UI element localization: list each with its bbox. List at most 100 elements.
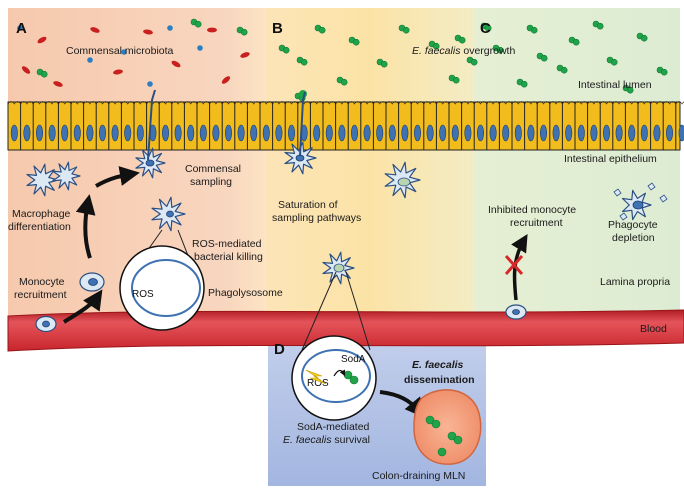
e-faecalis-bacterium [282,46,290,54]
panel-c-background [474,8,680,338]
e-faecalis-bacterium [626,86,634,94]
sampling-dendrite-a [147,89,156,161]
cell-debris [659,194,668,203]
lymph-node [413,389,482,465]
inhibited-recruitment-label-2: recruitment [510,217,563,229]
e-faecalis-bacterium [496,46,504,54]
commensal-sampling-label-2: sampling [190,176,232,188]
ros-killing-label-1: ROS-mediated [192,238,262,250]
soda-label: SodA [341,354,366,365]
microvilli [662,101,677,105]
e-faecalis-bacterium [437,447,447,457]
microvilli [121,101,135,105]
e-faecalis-bacterium [660,68,668,76]
microvilli [536,101,551,105]
epithelial-nucleus [61,124,69,142]
microvilli [436,101,450,105]
epithelial-nucleus [73,124,81,142]
sampling-dendrite-b [299,91,306,157]
macrophage-nucleus [145,159,155,167]
epithelial-nucleus [577,124,585,142]
e-faecalis-bacterium [610,58,618,66]
microvilli [448,101,462,105]
overgrowth-label: E. faecalis overgrowth [412,45,515,57]
microvilli [322,101,336,105]
e-faecalis-bacterium [349,375,359,385]
phagolysosome-zoom [119,245,205,331]
e-faecalis-bacterium [484,24,492,32]
microvilli [32,101,47,105]
microvilli [20,101,34,105]
soda-survival-label-2: E. faecalis survival [283,434,370,446]
epithelial-nucleus [250,124,258,142]
saturation-label-2: sampling pathways [272,212,361,224]
epithelial-nucleus [35,124,43,142]
commensal-sampling-label-1: Commensal [185,163,241,175]
cell-debris [613,188,622,197]
epithelial-nucleus [552,124,560,142]
epithelial-nucleus [413,124,421,142]
panel-b-cells [284,90,421,285]
microvilli [511,101,525,105]
e-faecalis-bacterium [300,58,308,66]
microvilli [284,101,299,105]
microvilli [373,101,387,105]
macrophage-cell-1 [26,163,59,197]
commensal-bacterium-red [240,52,250,58]
arrow-to-macrophage [75,194,96,259]
epithelial-nucleus [653,124,661,142]
block-x-icon [504,255,524,275]
epithelial-nucleus [325,124,333,142]
epithelial-nucleus [363,124,371,142]
microvilli [549,101,563,105]
commensal-bacterium-blue [197,45,203,51]
microvilli [650,101,664,105]
e-faecalis-bacterium [318,26,326,34]
monocyte-label-1: Monocyte [19,276,65,288]
epithelial-nucleus [262,124,270,142]
epithelial-nucleus [539,124,547,142]
ros-label-d: ROS [307,378,329,389]
e-faecalis-bacterium [452,76,460,84]
epithelial-nucleus [388,124,396,142]
microvilli [272,101,286,105]
commensal-bacterium-blue [87,57,93,63]
macrophage-label-2: differentiation [8,221,71,233]
epithelial-nucleus [287,124,295,142]
epithelial-nucleus [565,124,573,142]
monocyte-label-2: recruitment [14,289,67,301]
epithelial-nucleus [86,124,94,142]
e-faecalis-bacterium [431,419,441,429]
epithelial-nucleus [10,124,18,142]
dissemination-label-2: dissemination [404,374,475,386]
phagocyte-depletion-label-1: Phagocyte [608,219,658,231]
dissemination-label-1: E. faecalis [412,359,464,371]
microvilli [423,101,437,105]
cell-debris [619,212,628,221]
epithelial-nucleus [162,124,170,142]
phagolysosome-label: Phagolysosome [208,287,283,299]
epithelial-nucleus [527,124,535,142]
microvilli [146,101,160,105]
panel-c-cells [505,182,668,320]
blood-label: Blood [640,323,667,335]
microvilli [599,101,614,105]
microvilli [461,101,475,105]
e-faecalis-bacterium [596,22,604,30]
microvilli [524,101,538,105]
e-faecalis-bacterium [402,26,410,34]
epithelial-nucleus [23,124,31,142]
epithelial-nucleus [225,124,233,142]
epithelial-nucleus [665,124,673,142]
microvilli [196,101,210,105]
panel-label-a: A [16,20,27,37]
panel-a-cells [26,147,189,333]
microvilli [499,101,513,105]
microvilli [45,101,59,105]
commensal-bacterium-red [90,27,100,33]
microvilli [562,101,576,105]
e-faecalis-bacterium [240,28,248,36]
epithelial-nucleus [124,124,132,142]
zoom-line-right-d [345,271,371,351]
